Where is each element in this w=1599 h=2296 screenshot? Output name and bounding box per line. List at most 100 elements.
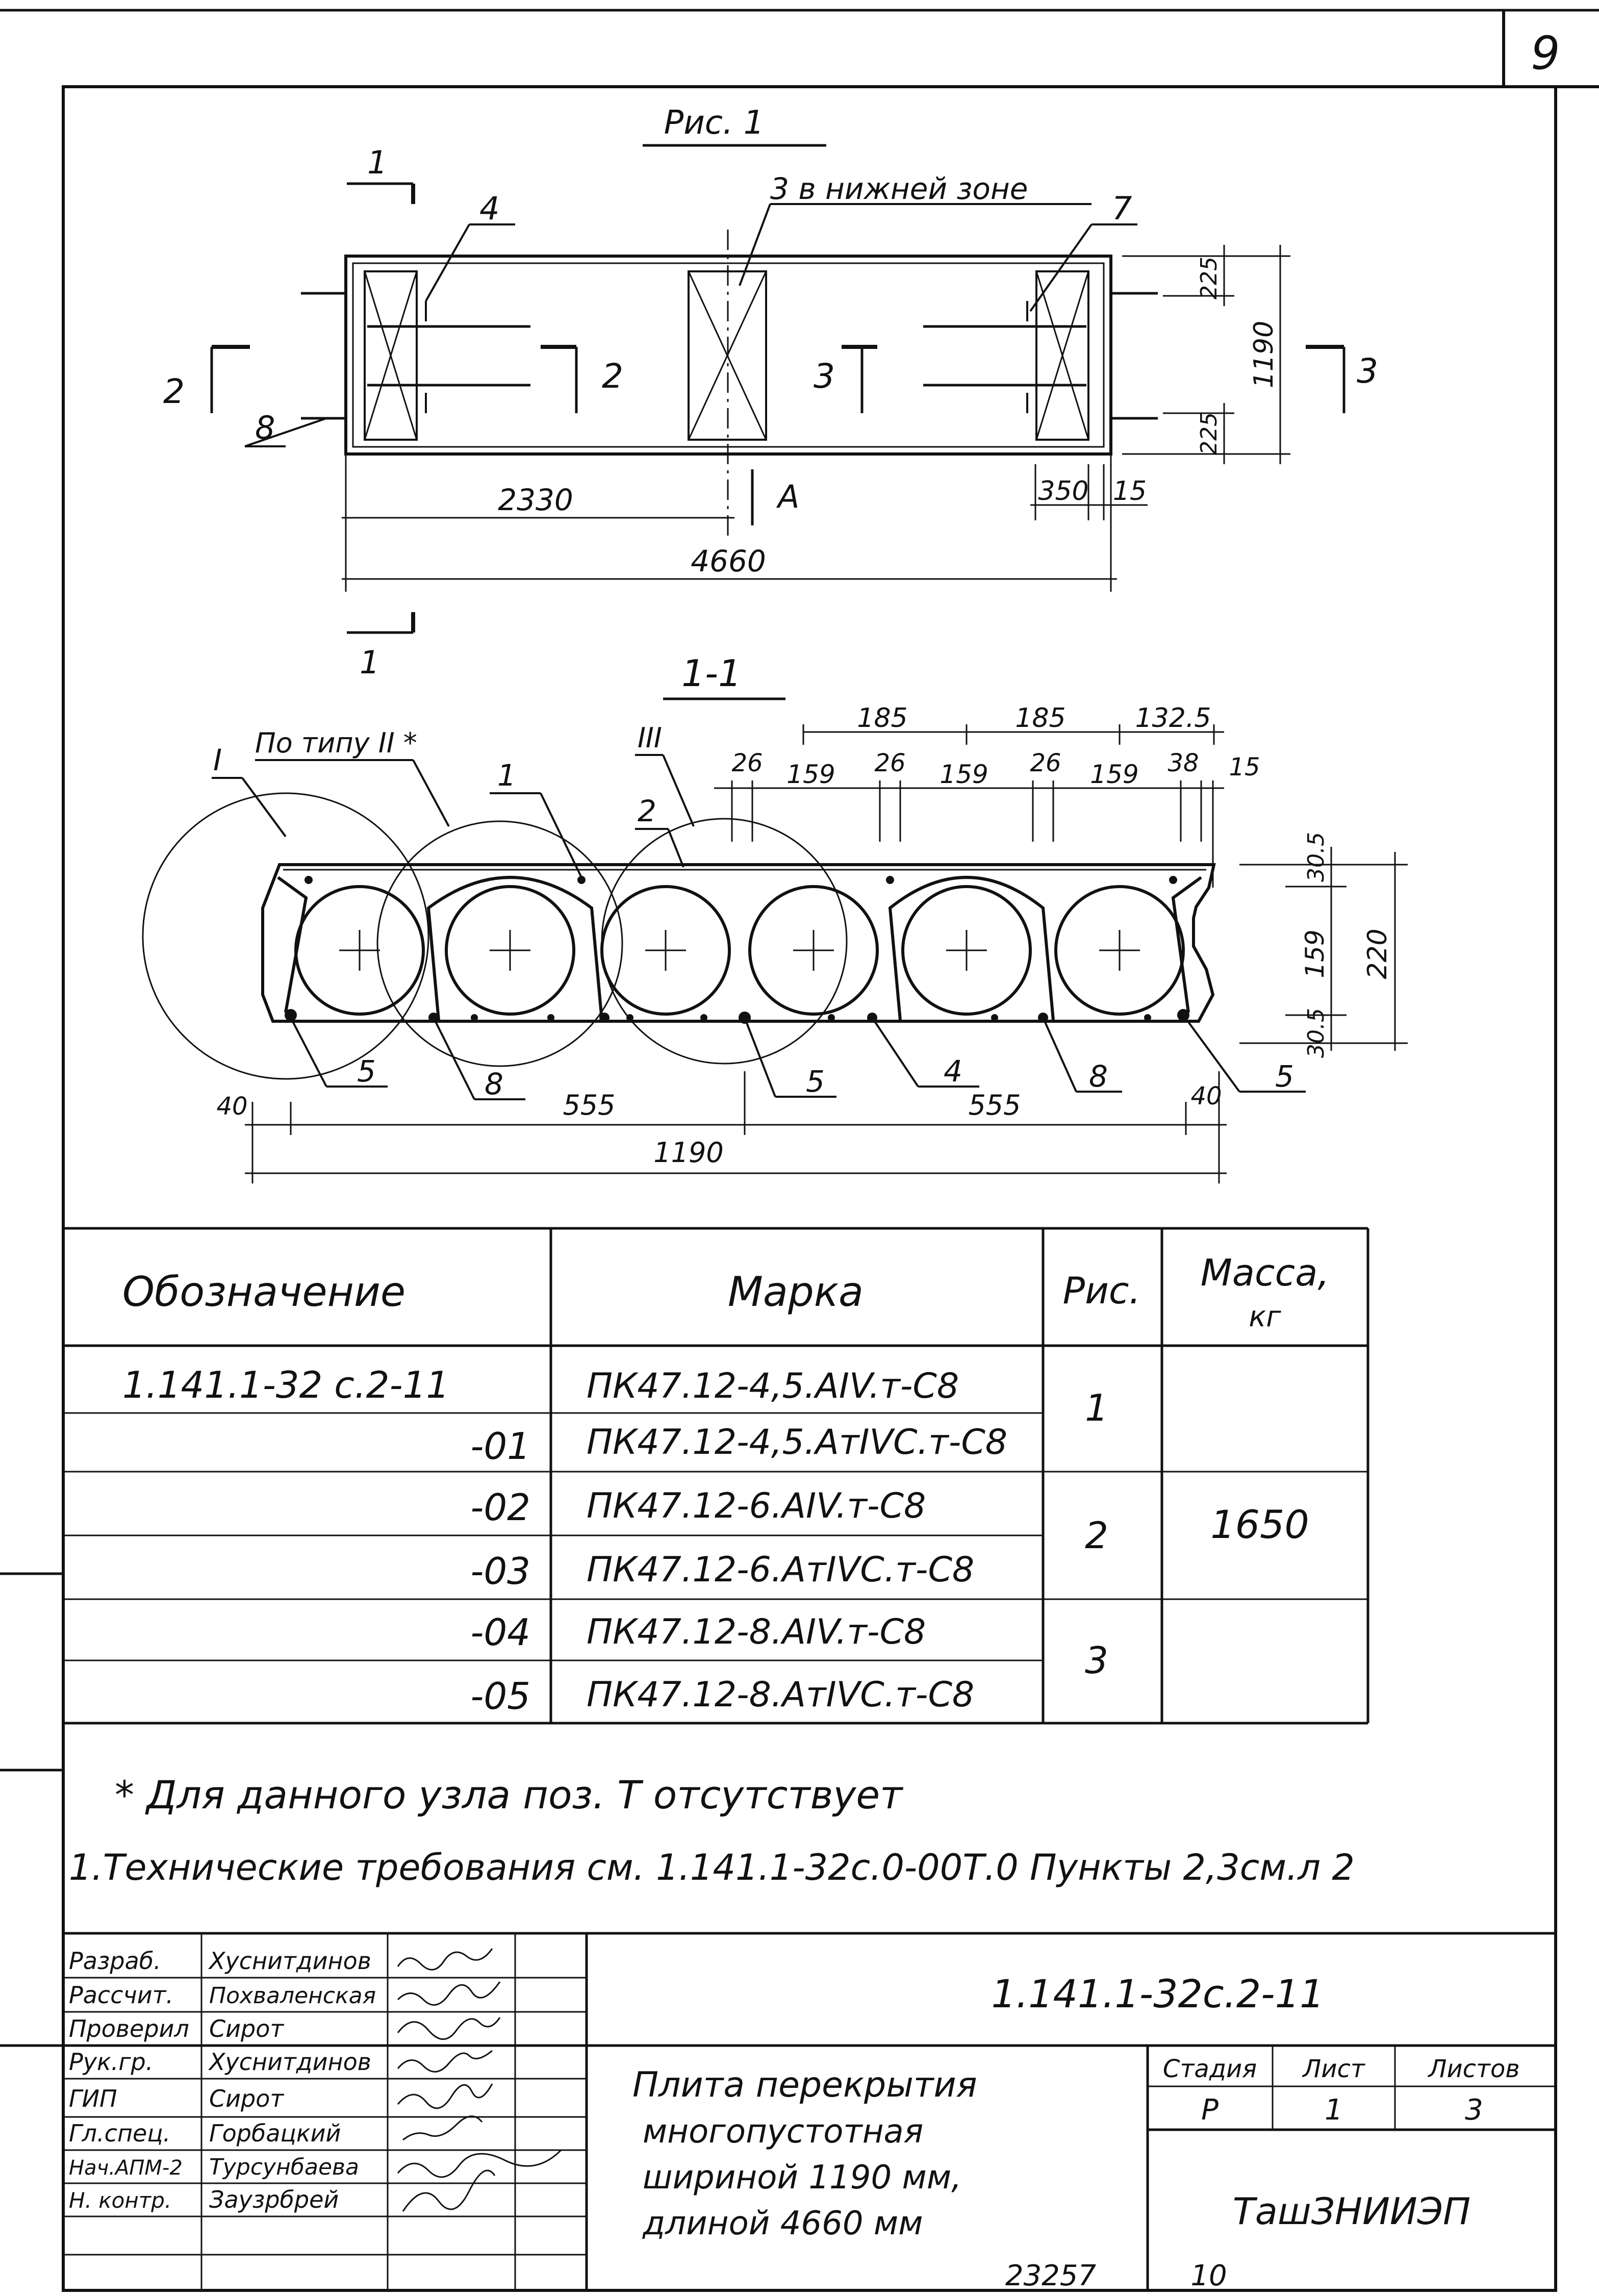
fig1-lead-4: 4 — [479, 190, 499, 227]
node-label-I: I — [213, 743, 222, 777]
dim-26-a: 26 — [731, 749, 763, 777]
sheets-label: Листов — [1427, 2055, 1519, 2083]
role-3: Рук.гр. — [69, 2048, 153, 2076]
section-label-2-left: 2 — [163, 372, 185, 411]
dim-15-section: 15 — [1229, 753, 1260, 781]
row-0-designation: 1.141.1-32 с.2-11 — [122, 1364, 449, 1406]
dim-4660: 4660 — [691, 544, 766, 578]
role-1: Рассчит. — [69, 1981, 173, 2009]
dim-26-c: 26 — [1030, 749, 1061, 777]
dim-40-left: 40 — [216, 1092, 247, 1121]
section-label-1-top: 1 — [367, 144, 387, 181]
section-bottom-dimensions — [245, 1071, 1227, 1183]
section-lead-5-left: 5 — [357, 1054, 376, 1089]
row-3-mark: ПК47.12-6.АтIVС.т-С8 — [587, 1550, 974, 1590]
row-5-mark: ПК47.12-8.АтIVС.т-С8 — [587, 1675, 974, 1715]
section-title: 1-1 — [681, 652, 742, 695]
role-6: Нач.АПМ-2 — [69, 2156, 183, 2180]
fig-cell-3: 3 — [1085, 1639, 1108, 1682]
name-1: Похваленская — [209, 1983, 376, 2009]
inventory-number: 23257 — [1005, 2259, 1097, 2292]
section-1-1: 1-1 — [142, 652, 1408, 1183]
fig1-bottom-zone-note: 3 в нижней зоне — [770, 171, 1028, 206]
note-1: 1.Технические требования см. 1.141.1-32с… — [69, 1847, 1355, 1888]
title-line-4: длиной 4660 мм — [642, 2205, 923, 2242]
name-4: Сирот — [209, 2085, 284, 2112]
dim-132-5: 132.5 — [1135, 703, 1211, 734]
note-star: * Для данного узла поз. Т отсутствует — [115, 1772, 904, 1818]
sheet-value: 1 — [1325, 2093, 1343, 2127]
name-0: Хуснитдинов — [208, 1947, 371, 1975]
header-mass-unit: кг — [1249, 1300, 1281, 1333]
fig1-lead-7: 7 — [1112, 190, 1132, 227]
fig1-plan: Рис. 1 — [163, 104, 1378, 681]
doc-code: 1.141.1-32с.2-11 — [992, 1971, 1325, 2016]
role-2: Проверил — [69, 2015, 189, 2042]
dim-555-left: 555 — [563, 1089, 615, 1121]
dim-350: 350 — [1038, 476, 1088, 507]
frame-reinforcement — [277, 876, 1202, 1021]
fig1-leaders — [244, 203, 1137, 447]
section-lead-8-left: 8 — [485, 1067, 503, 1101]
section-label-2-right: 2 — [602, 357, 623, 396]
title-line-1: Плита перекрытия — [632, 2065, 977, 2105]
section-right-dimensions — [1239, 847, 1408, 1051]
dim-1190: 1190 — [653, 1137, 723, 1169]
dim-38: 38 — [1167, 749, 1199, 777]
node-label-II-note: По типу II * — [255, 727, 417, 759]
section-label-1-bottom: 1 — [360, 644, 379, 681]
spec-table: Обозначение Марка Рис. Масса, кг 1.141.1… — [63, 1227, 1369, 1725]
section-marks — [210, 182, 1346, 634]
header-fig: Рис. — [1063, 1269, 1141, 1312]
sheet-label: Лист — [1302, 2055, 1366, 2083]
people-rows: Разраб. Хуснитдинов Рассчит. Похваленска… — [69, 1947, 376, 2213]
title-line-2: многопустотная — [643, 2113, 923, 2151]
name-2: Сирот — [209, 2015, 284, 2042]
section-lead-4: 4 — [944, 1054, 962, 1089]
dim-159-c: 159 — [1090, 760, 1138, 789]
signatures — [397, 1948, 562, 2212]
name-7: Заузрбрей — [209, 2186, 339, 2213]
stage-value: Р — [1201, 2093, 1219, 2127]
dim-2330: 2330 — [498, 483, 573, 517]
void-centers — [339, 930, 1140, 971]
page-number: 10 — [1190, 2259, 1227, 2292]
row-2-designation: -02 — [470, 1486, 530, 1529]
name-5: Горбацкий — [209, 2120, 341, 2147]
dim-220: 220 — [1362, 928, 1393, 979]
dim-225-top: 225 — [1196, 257, 1222, 299]
dim-15-plan: 15 — [1113, 476, 1147, 507]
row-3-designation: -03 — [470, 1550, 530, 1593]
title-line-3: шириной 1190 мм, — [643, 2159, 961, 2197]
row-4-mark: ПК47.12-8.АIV.т-С8 — [587, 1612, 926, 1652]
dim-185-b: 185 — [1015, 703, 1065, 734]
dim-40-right: 40 — [1190, 1082, 1222, 1111]
fig-cell-1: 1 — [1085, 1386, 1108, 1429]
header-mark: Марка — [728, 1268, 864, 1316]
section-lead-2: 2 — [638, 794, 656, 828]
organization: ТашЗНИИЭП — [1233, 2190, 1470, 2233]
role-0: Разраб. — [69, 1947, 161, 1975]
sheet-frame — [0, 9, 1599, 2292]
node-label-III: III — [638, 722, 662, 754]
section-top-dimensions — [714, 724, 1224, 888]
dim-1190-vertical: 1190 — [1249, 321, 1279, 388]
sheet-number: 9 — [1531, 27, 1560, 80]
fig1-lead-8: 8 — [255, 409, 275, 446]
dim-30-5-top: 30.5 — [1303, 832, 1329, 882]
role-7: Н. контр. — [69, 2188, 171, 2213]
mass-cell: 1650 — [1210, 1502, 1309, 1547]
section-leaders — [212, 754, 1306, 1100]
section-label-3-right: 3 — [1357, 351, 1378, 391]
rebar-dots — [285, 876, 1189, 1024]
dim-225-bottom: 225 — [1196, 412, 1222, 455]
detail-circles — [142, 792, 848, 1080]
sheets-value: 3 — [1465, 2093, 1483, 2127]
stage-label: Стадия — [1163, 2055, 1257, 2083]
view-label-a: А — [776, 478, 799, 515]
dim-185-a: 185 — [857, 703, 907, 734]
slab-section-outline — [261, 863, 1216, 1023]
section-label-3-left: 3 — [814, 357, 835, 396]
fig1-title: Рис. 1 — [664, 104, 765, 142]
section-lead-1: 1 — [497, 758, 516, 793]
